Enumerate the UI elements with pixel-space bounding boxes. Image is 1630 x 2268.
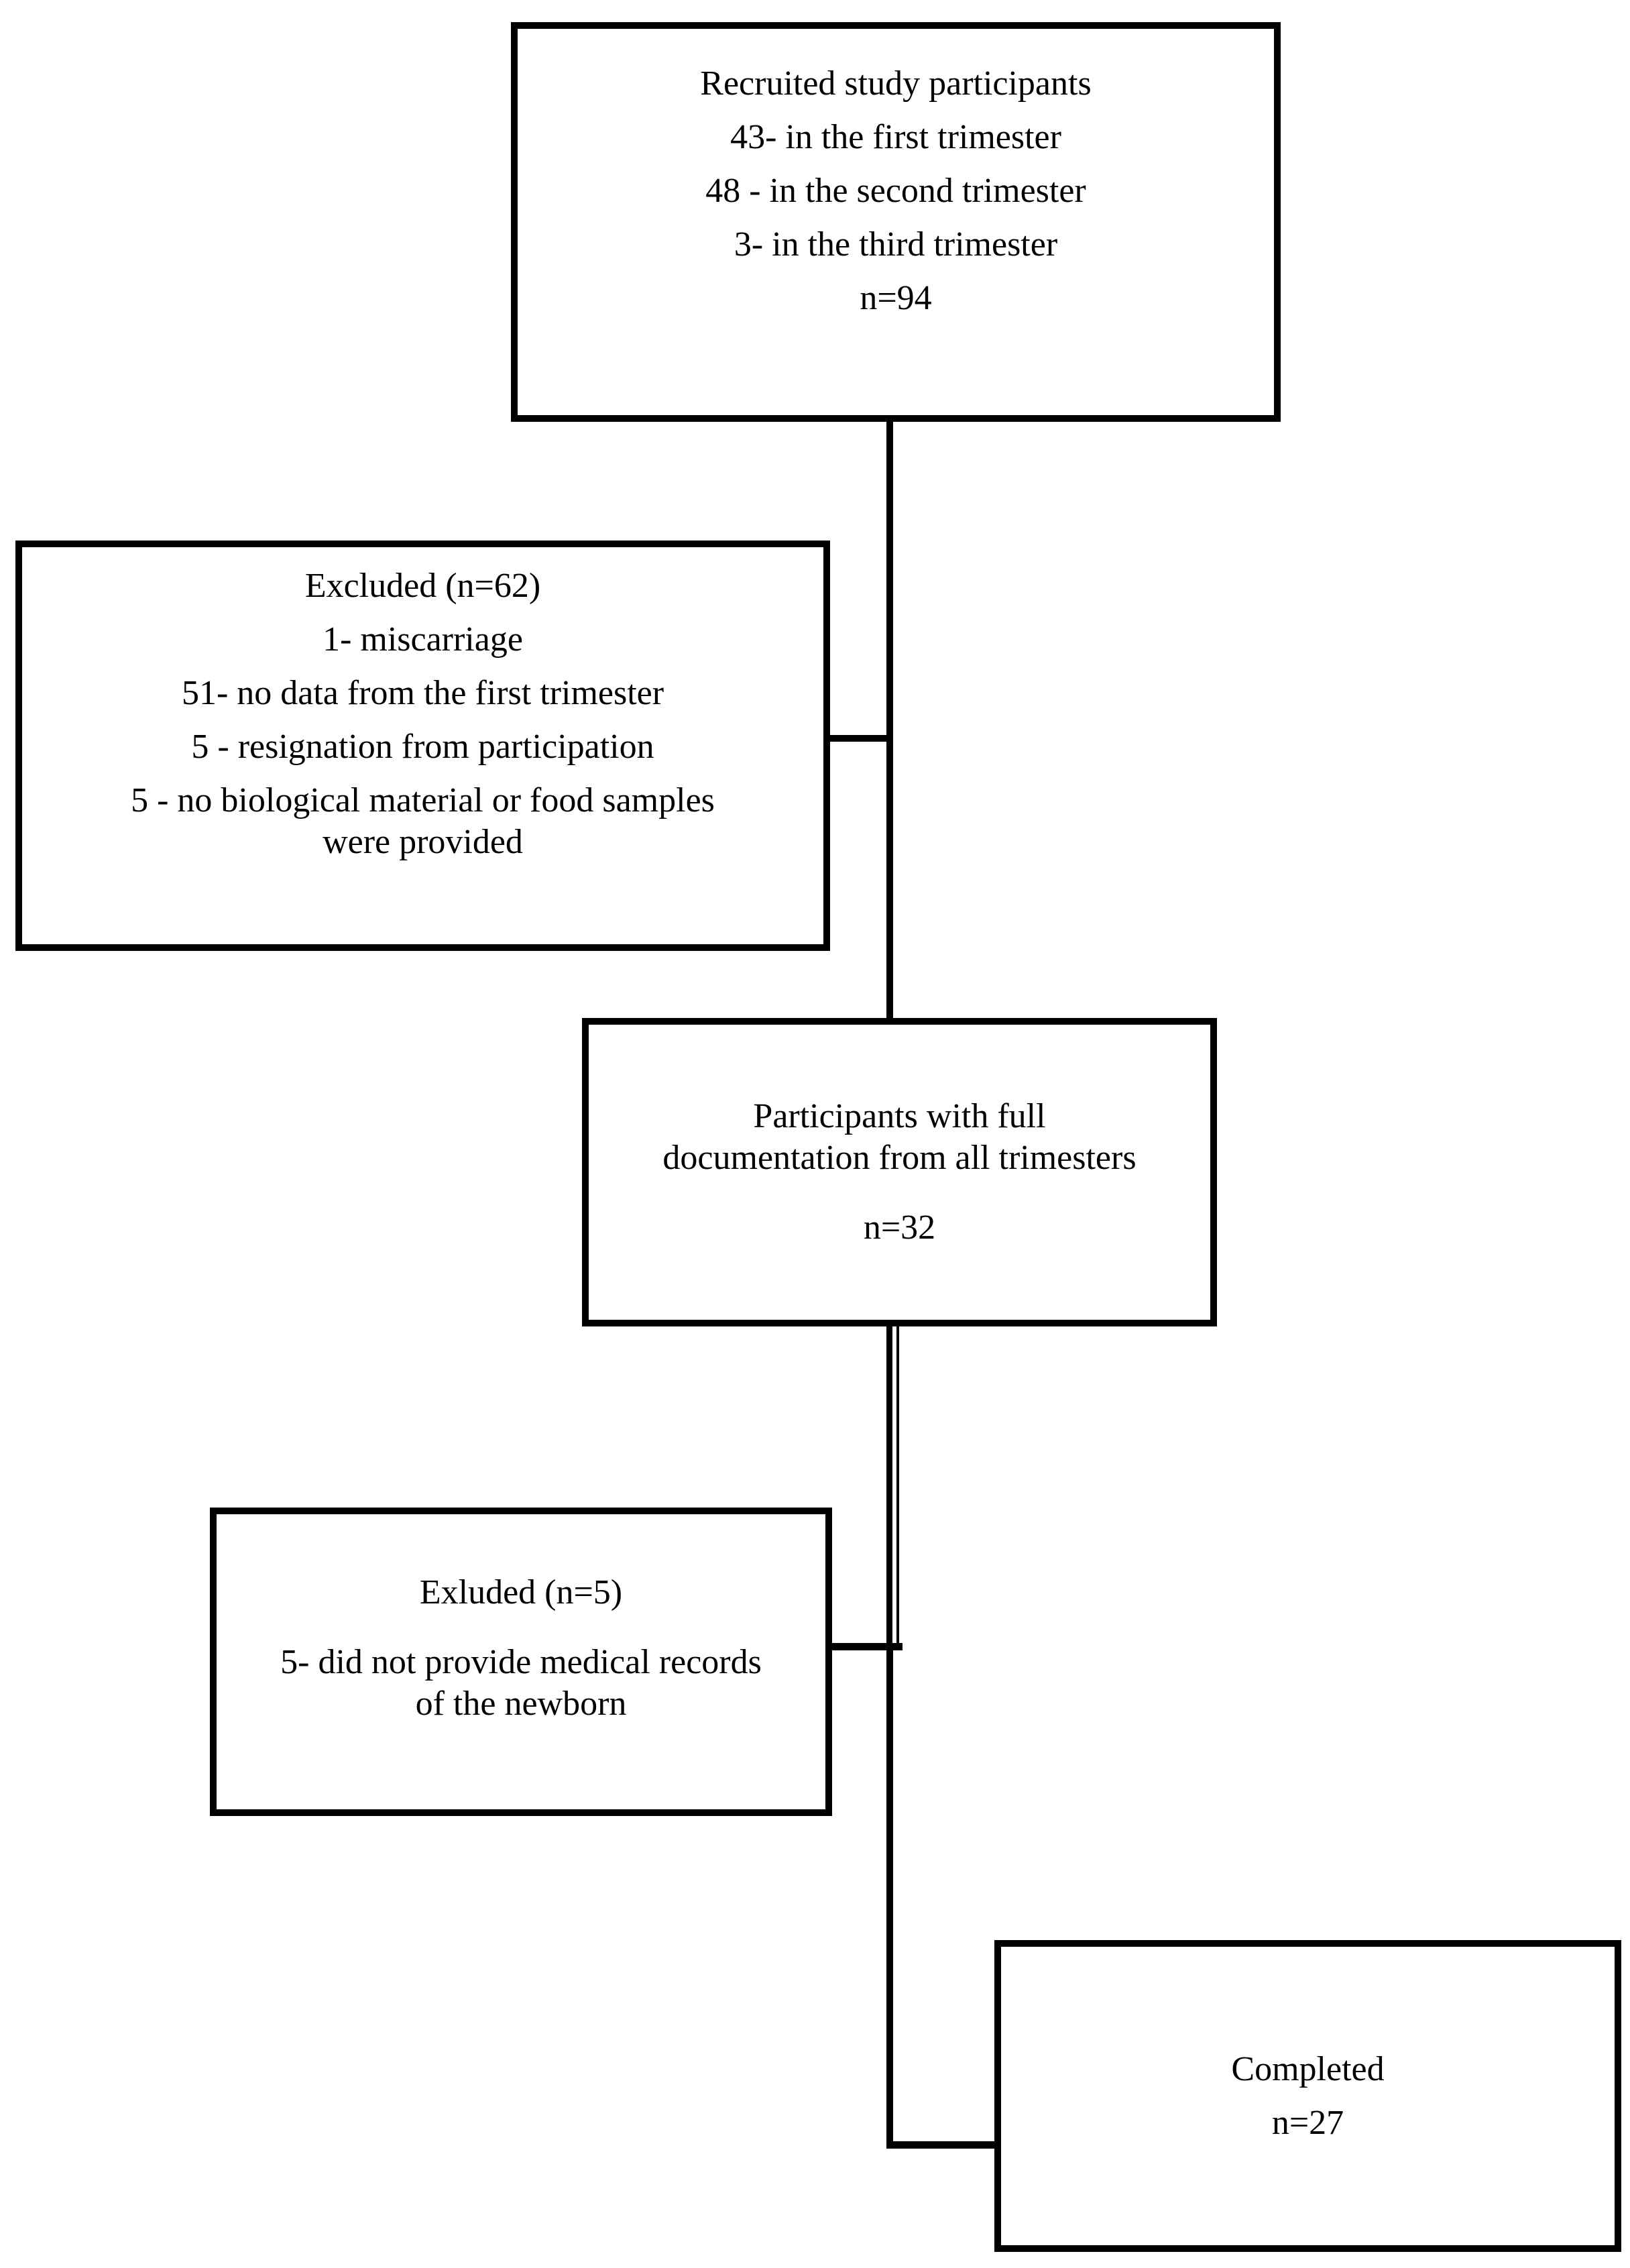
fulldoc-count: n=32 [863, 1208, 936, 1247]
completed-box: Completed n=27 [994, 1940, 1621, 2252]
excluded5-no-records: 5- did not provide medical records [280, 1643, 762, 1681]
recruited-box: Recruited study participants 43- in the … [511, 22, 1281, 422]
completed-count: n=27 [1271, 2103, 1344, 2142]
recruited-total-count: n=94 [860, 279, 932, 317]
excluded-62-box: Excluded (n=62) 1- miscarriage 51- no da… [15, 541, 830, 951]
completed-title: Completed [1231, 2049, 1385, 2088]
connector-excluded5-branch [832, 1643, 903, 1650]
excluded62-no-data: 51- no data from the first trimester [181, 674, 664, 712]
excluded62-resignation: 5 - resignation from participation [191, 728, 654, 766]
connector-fulldoc-down-line-b [896, 1326, 899, 1650]
recruited-title: Recruited study participants [700, 64, 1092, 103]
fulldoc-title: Participants with full [753, 1097, 1046, 1135]
fulldoc-title-cont: documentation from all trimesters [662, 1139, 1137, 1177]
connector-down-to-completed [886, 1650, 893, 2147]
connector-into-completed [886, 2141, 998, 2149]
recruited-third-trimester: 3- in the third trimester [734, 225, 1058, 264]
excluded5-no-records-cont: of the newborn [415, 1685, 627, 1723]
excluded62-miscarriage: 1- miscarriage [323, 620, 523, 659]
recruited-second-trimester: 48 - in the second trimester [705, 172, 1086, 210]
recruited-first-trimester: 43- in the first trimester [730, 118, 1061, 156]
excluded5-title: Exluded (n=5) [419, 1573, 623, 1611]
excluded62-no-material-cont: were provided [323, 823, 523, 861]
excluded62-title: Excluded (n=62) [304, 567, 541, 605]
excluded62-no-material: 5 - no biological material or food sampl… [131, 781, 715, 819]
connector-excluded62-branch [830, 735, 893, 742]
excluded-5-box: Exluded (n=5) 5- did not provide medical… [210, 1508, 832, 1816]
full-documentation-box: Participants with full documentation fro… [582, 1018, 1217, 1326]
connector-fulldoc-down-line-a [886, 1326, 892, 1650]
connector-recruited-to-fulldoc [886, 422, 893, 1018]
